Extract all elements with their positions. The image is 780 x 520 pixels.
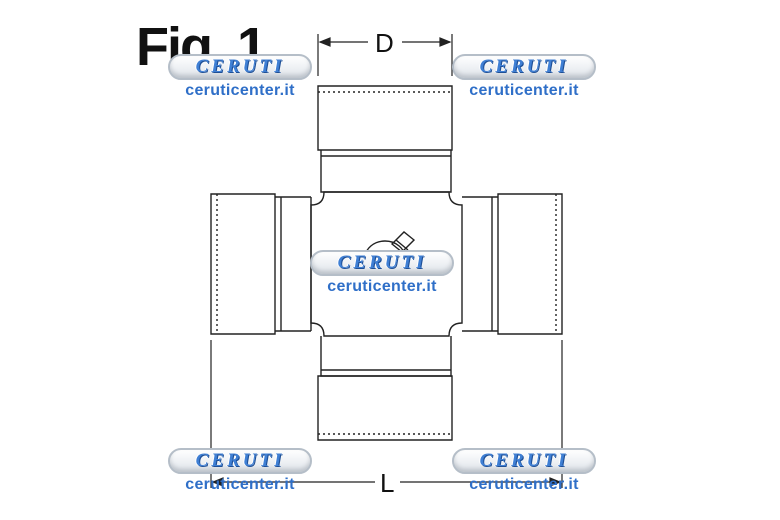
dimension-d-label: D — [375, 28, 394, 58]
right-bearing-cup — [462, 193, 563, 335]
watermark-logo: CERUTI — [452, 448, 596, 474]
watermark-url: ceruticenter.it — [327, 278, 437, 295]
cross-body — [310, 191, 463, 337]
watermark-url: ceruticenter.it — [469, 82, 579, 99]
watermark-brand: CERUTI — [195, 450, 285, 471]
watermark-bottom-right: CERUTI ceruticenter.it — [452, 448, 596, 494]
top-bearing-cup — [317, 85, 453, 193]
watermark-bottom-left: CERUTI ceruticenter.it — [168, 448, 312, 494]
watermark-logo: CERUTI — [168, 448, 312, 474]
bottom-bearing-cup — [317, 336, 453, 441]
watermark-logo: CERUTI — [310, 250, 454, 276]
watermark-top-left: CERUTI ceruticenter.it — [168, 54, 312, 100]
watermark-url: ceruticenter.it — [185, 476, 295, 493]
watermark-logo: CERUTI — [452, 54, 596, 80]
watermark-brand: CERUTI — [195, 56, 285, 77]
watermark-url: ceruticenter.it — [469, 476, 579, 493]
watermark-brand: CERUTI — [337, 252, 427, 273]
left-bearing-cup — [210, 193, 312, 335]
dimension-l-label: L — [380, 468, 395, 498]
watermark-brand: CERUTI — [479, 56, 569, 77]
watermark-brand: CERUTI — [479, 450, 569, 471]
watermark-logo: CERUTI — [168, 54, 312, 80]
watermark-top-right: CERUTI ceruticenter.it — [452, 54, 596, 100]
watermark-url: ceruticenter.it — [185, 82, 295, 99]
dimension-d-arrow — [317, 34, 453, 76]
watermark-center: CERUTI ceruticenter.it — [310, 250, 454, 296]
